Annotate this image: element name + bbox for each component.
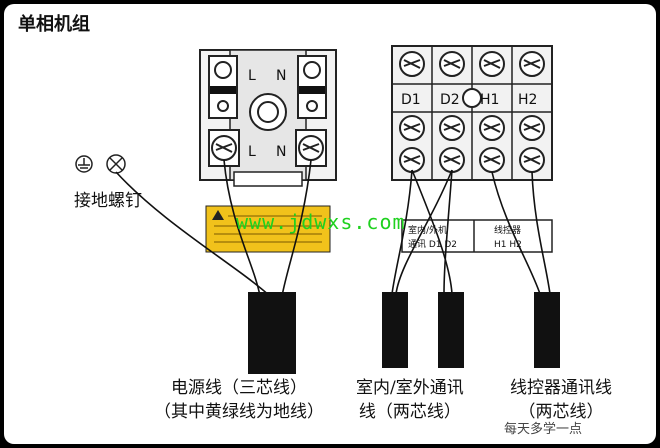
terminal-top-l: L [248,68,256,84]
comm-labels-sticker: 室内/外机 通讯 D1 D2 线控器 H1 H2 [401,219,553,253]
caption-power-line2: （其中黄绿线为地线） [154,402,324,422]
terminal-d2: D2 [440,92,460,108]
screw-icon [303,61,321,79]
terminal-h1: H1 [480,92,499,108]
warning-triangle-icon [212,210,224,220]
caption-power: 电源线（三芯线） （其中黄绿线为地线） [154,376,324,424]
terminal-h2: H2 [518,92,537,108]
controller-cable-sleeve [534,292,560,368]
terminal-d1: D1 [401,92,421,108]
screw-row-middle [399,115,545,141]
sticker-indoor-outdoor-title: 室内/外机 [408,224,447,236]
diagram-panel: L N L N [4,4,656,444]
warning-sticker [205,205,331,253]
terminal-bottom-n: N [276,144,286,160]
caption-controller-line1: 线控器通讯线 [510,378,612,398]
caption-indoor-outdoor-line1: 室内/室外通讯 [356,378,464,398]
sticker-controller-terms: H1 H2 [494,240,522,250]
ground-screw [75,154,126,174]
watermark-text: www.jdwxs.com [236,210,406,234]
wires [115,159,551,297]
indoor-outdoor-cable-sleeve-2 [438,292,464,368]
screw-row-top [399,51,545,77]
terminal-bottom-l: L [248,144,256,160]
power-cable-sleeve [248,292,296,374]
caption-indoor-outdoor-line2: 线（两芯线） [358,402,461,422]
indoor-outdoor-cable-sleeve-1 [382,292,408,368]
page-title: 单相机组 [18,14,90,35]
terminal-top-n: N [276,68,286,84]
power-terminal-block: L N L N [199,49,337,187]
comm-center-mount-icon [462,88,482,108]
caption-controller: 线控器通讯线 （两芯线） [510,376,612,424]
comm-terminal-block: D1 D2 H1 H2 [391,45,553,181]
caption-indoor-outdoor: 室内/室外通讯 线（两芯线） [356,376,464,424]
caption-power-line1: 电源线（三芯线） [171,378,307,398]
sticker-controller-title: 线控器 [494,224,521,236]
signature-text: 每天多学一点 [504,422,583,437]
sticker-indoor-outdoor-terms: 通讯 D1 D2 [408,239,457,250]
wiring-diagram: L N L N [75,45,560,374]
screw-icon [214,61,232,79]
caption-controller-line2: （两芯线） [518,402,604,422]
ground-label: 接地螺钉 [74,191,142,211]
